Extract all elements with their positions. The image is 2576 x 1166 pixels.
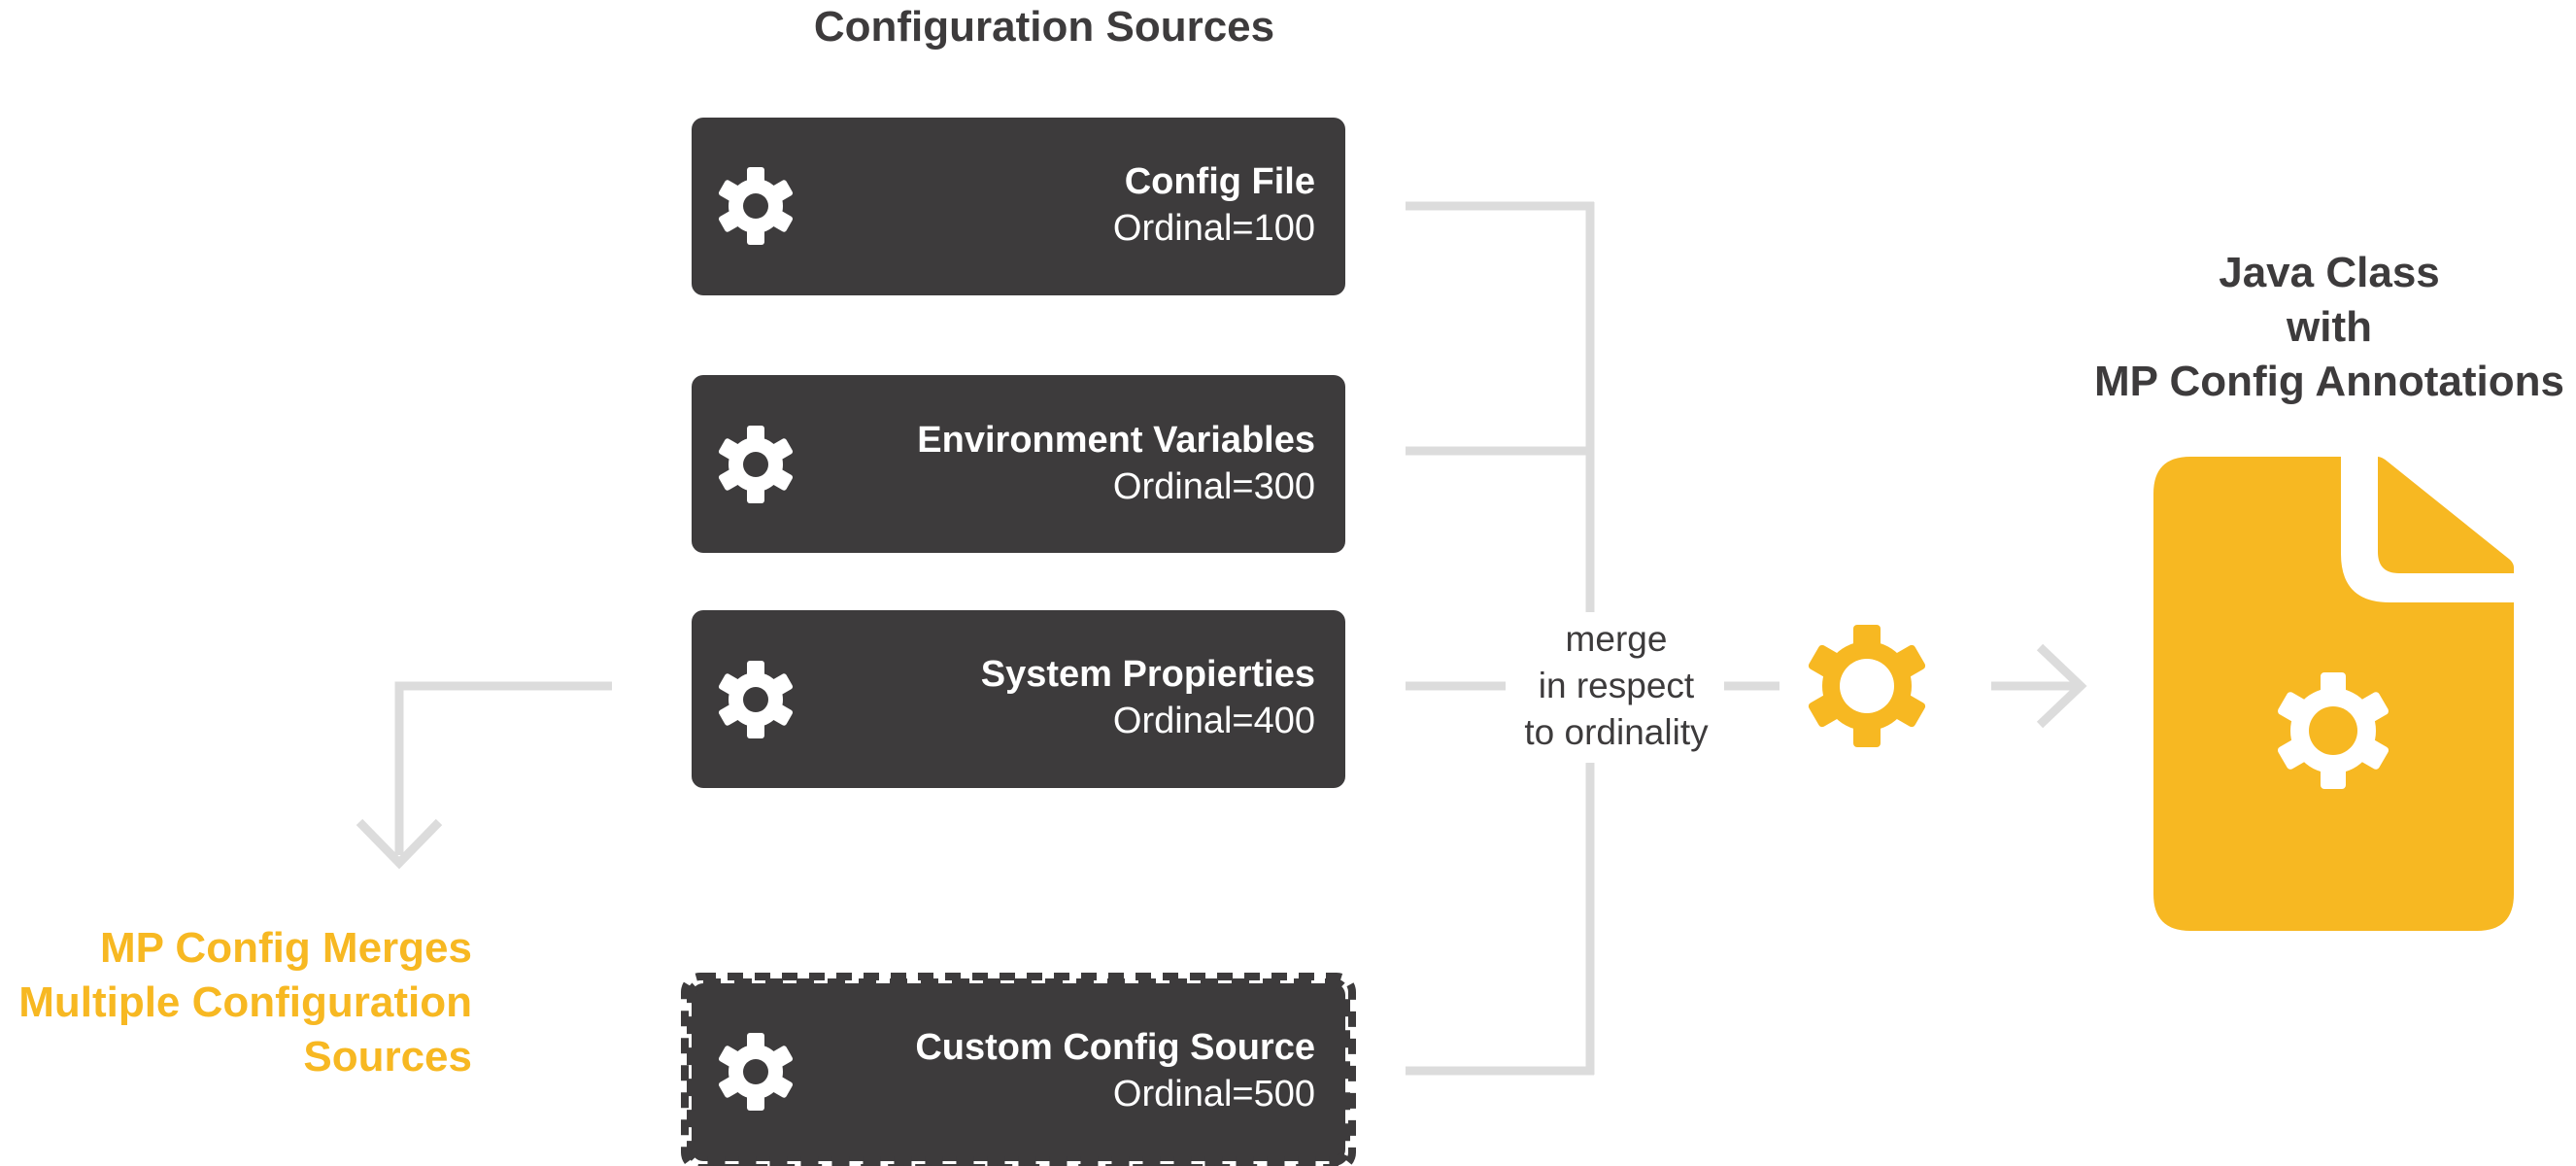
gear-icon [718,1033,794,1111]
target-line-2: with [2286,303,2372,351]
merge-note: MP Config Merges Multiple Configuration … [18,924,472,1080]
source-box-system-properties: System Propierties Ordinal=400 [692,610,1345,788]
source-title: Config File [1125,161,1315,202]
gear-icon [718,167,794,245]
source-ordinal: Ordinal=100 [1113,208,1315,249]
merge-line-2: in respect [1539,666,1695,705]
note-line-1: MP Config Merges [100,924,472,972]
merge-line-1: merge [1566,619,1668,659]
gear-icon [2278,672,2389,789]
source-title: Custom Config Source [915,1027,1315,1068]
note-line-3: Sources [303,1033,472,1080]
page-title: Configuration Sources [814,3,1274,51]
source-ordinal: Ordinal=300 [1113,466,1315,507]
source-box-custom-config-source: Custom Config Source Ordinal=500 [681,973,1356,1166]
merge-line-3: to ordinality [1524,712,1709,752]
gear-icon [718,426,794,503]
merge-label: merge in respect to ordinality [1510,612,1724,763]
source-title: Environment Variables [917,420,1315,461]
source-ordinal: Ordinal=400 [1113,701,1315,741]
source-ordinal: Ordinal=500 [1113,1074,1315,1115]
source-box-environment-variables: Environment Variables Ordinal=300 [692,375,1345,553]
gear-icon [718,661,794,738]
target-line-1: Java Class [2219,249,2440,296]
target-line-3: MP Config Annotations [2094,358,2564,405]
merge-gear-icon [1808,625,1926,747]
source-title: System Propierties [981,654,1315,695]
file-icon [2153,457,2514,931]
source-box-config-file: Config File Ordinal=100 [692,118,1345,295]
java-class-target: Java Class with MP Config Annotations [2094,249,2564,931]
note-line-2: Multiple Configuration [18,978,472,1026]
